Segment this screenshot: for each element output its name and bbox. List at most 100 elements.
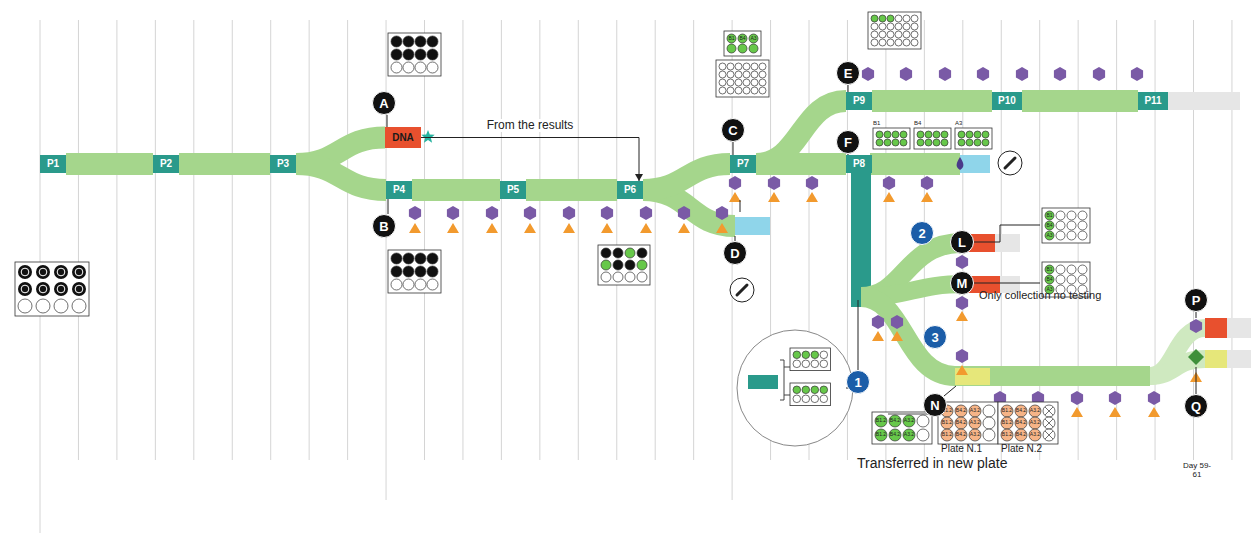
plate-well (820, 360, 828, 368)
plate-cross (1045, 407, 1053, 415)
cell-triangle (563, 223, 575, 233)
process-box: P4 (386, 181, 412, 199)
plate-well (72, 265, 86, 279)
cell-triangle (524, 223, 536, 233)
plate-well (1029, 429, 1041, 441)
plate-well (1045, 221, 1054, 230)
plate-well (759, 87, 766, 94)
well-label: A3 (1046, 287, 1052, 293)
plate-cross (1045, 431, 1053, 439)
grid-line (501, 20, 502, 460)
note-label: Day 59-61 (1182, 462, 1212, 480)
flow-band (1150, 328, 1205, 376)
plate-well (933, 139, 940, 146)
cell-hexagon (1131, 67, 1143, 81)
process-box: P3 (270, 155, 296, 173)
well-plate (914, 128, 951, 149)
plate-well (637, 272, 647, 282)
plate-well (925, 131, 932, 138)
note-label: Plate N.1 (941, 443, 982, 454)
plate-well (54, 282, 68, 296)
callout-circle: P (1184, 288, 1208, 312)
cell-triangle (678, 223, 690, 233)
well-label: B4.2 (956, 432, 966, 438)
plate-well (415, 36, 426, 47)
plate-well (637, 248, 647, 258)
node-label: DNA (392, 133, 414, 143)
grid-line (347, 20, 348, 460)
plate-well (759, 71, 766, 78)
plate-well (820, 395, 828, 403)
plate-well (751, 63, 758, 70)
plate-well (72, 299, 86, 313)
node-label: M (957, 277, 968, 290)
flow-band (870, 153, 960, 175)
leader-line (388, 199, 389, 214)
plate-well (403, 36, 414, 47)
star-symbol (421, 130, 434, 143)
well-label: A3.2 (904, 418, 914, 424)
well-label: B4.2 (956, 408, 966, 414)
well-plate (716, 60, 769, 97)
grid-line (462, 20, 463, 460)
flow-band (643, 164, 730, 190)
node-label: 2 (918, 227, 925, 240)
cell-hexagon (768, 176, 780, 190)
plate-well (892, 131, 899, 138)
cell-hexagon (409, 206, 421, 220)
plate-well (879, 31, 886, 38)
plate-well (884, 139, 891, 146)
plate-well (887, 31, 894, 38)
well-plate (872, 412, 932, 444)
process-box: P9 (846, 92, 872, 110)
cell-hexagon (1054, 67, 1066, 81)
plate-well (1001, 405, 1013, 417)
grid-line (116, 20, 117, 460)
plate-well (982, 131, 989, 138)
callout-circle (737, 330, 853, 446)
well-plate (598, 245, 650, 285)
end-bar (735, 217, 770, 235)
well-plate (955, 128, 992, 149)
plate-well (427, 253, 438, 264)
leader-connector (387, 115, 388, 127)
node-label: P (1192, 294, 1201, 307)
node-label: D (730, 247, 739, 260)
leader-line (974, 242, 1000, 243)
well-label: B1.2 (1002, 408, 1012, 414)
plate-well (719, 63, 726, 70)
plate-well (719, 71, 726, 78)
plate-well (793, 351, 801, 359)
plate-well (1043, 417, 1055, 429)
cell-triangle (891, 331, 903, 341)
well-plate (998, 402, 1058, 444)
well-plate (938, 402, 998, 444)
plate-well (887, 23, 894, 30)
cell-hexagon (1071, 391, 1083, 405)
plate-well (958, 131, 965, 138)
plate-well (601, 248, 611, 258)
cell-triangle (486, 223, 498, 233)
end-bar (995, 234, 1020, 252)
plate-well (903, 39, 910, 46)
plate-well (415, 49, 426, 60)
plate-well (1045, 275, 1054, 284)
plate-well (903, 23, 910, 30)
plate-well (72, 282, 86, 296)
callout-circle: C (721, 118, 745, 142)
well-label: A3.2 (1030, 408, 1040, 414)
process-box: P10 (992, 92, 1022, 110)
flow-band (861, 297, 1150, 376)
cell-triangle (1148, 407, 1160, 417)
bracket (780, 360, 790, 400)
plate-well (900, 131, 907, 138)
well-label: B1.2 (942, 432, 952, 438)
plate-well (751, 71, 758, 78)
leader-line (944, 386, 956, 396)
leader-line (421, 138, 639, 182)
note-label: B1 (873, 120, 880, 127)
plate-well (1078, 275, 1087, 284)
cell-hexagon (601, 206, 613, 220)
cell-hexagon (1148, 391, 1160, 405)
process-box: P8 (846, 155, 872, 173)
